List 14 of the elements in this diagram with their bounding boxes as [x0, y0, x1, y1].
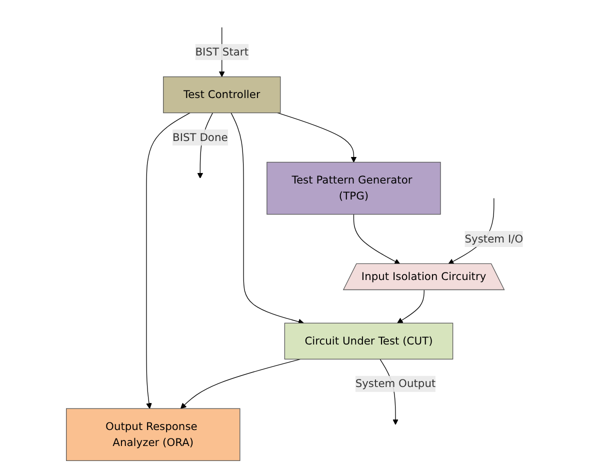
edge-label: BIST Done [172, 130, 228, 144]
arrow [354, 214, 400, 264]
arrow [180, 358, 302, 409]
node-box: Test Pattern Generator (TPG) [266, 162, 442, 215]
edge-label: System I/O [464, 232, 524, 246]
node-box: Circuit Under Test (CUT) [284, 322, 454, 360]
arrow [397, 290, 425, 324]
node-box: Test Controller [163, 76, 281, 114]
arrow [277, 112, 357, 162]
arrow [230, 112, 304, 325]
arrow [146, 112, 191, 409]
edge-label: System Output [356, 377, 436, 390]
edge-label: BIST Start [196, 45, 249, 58]
node-box: Output Response Analyzer (ORA) [66, 408, 241, 461]
